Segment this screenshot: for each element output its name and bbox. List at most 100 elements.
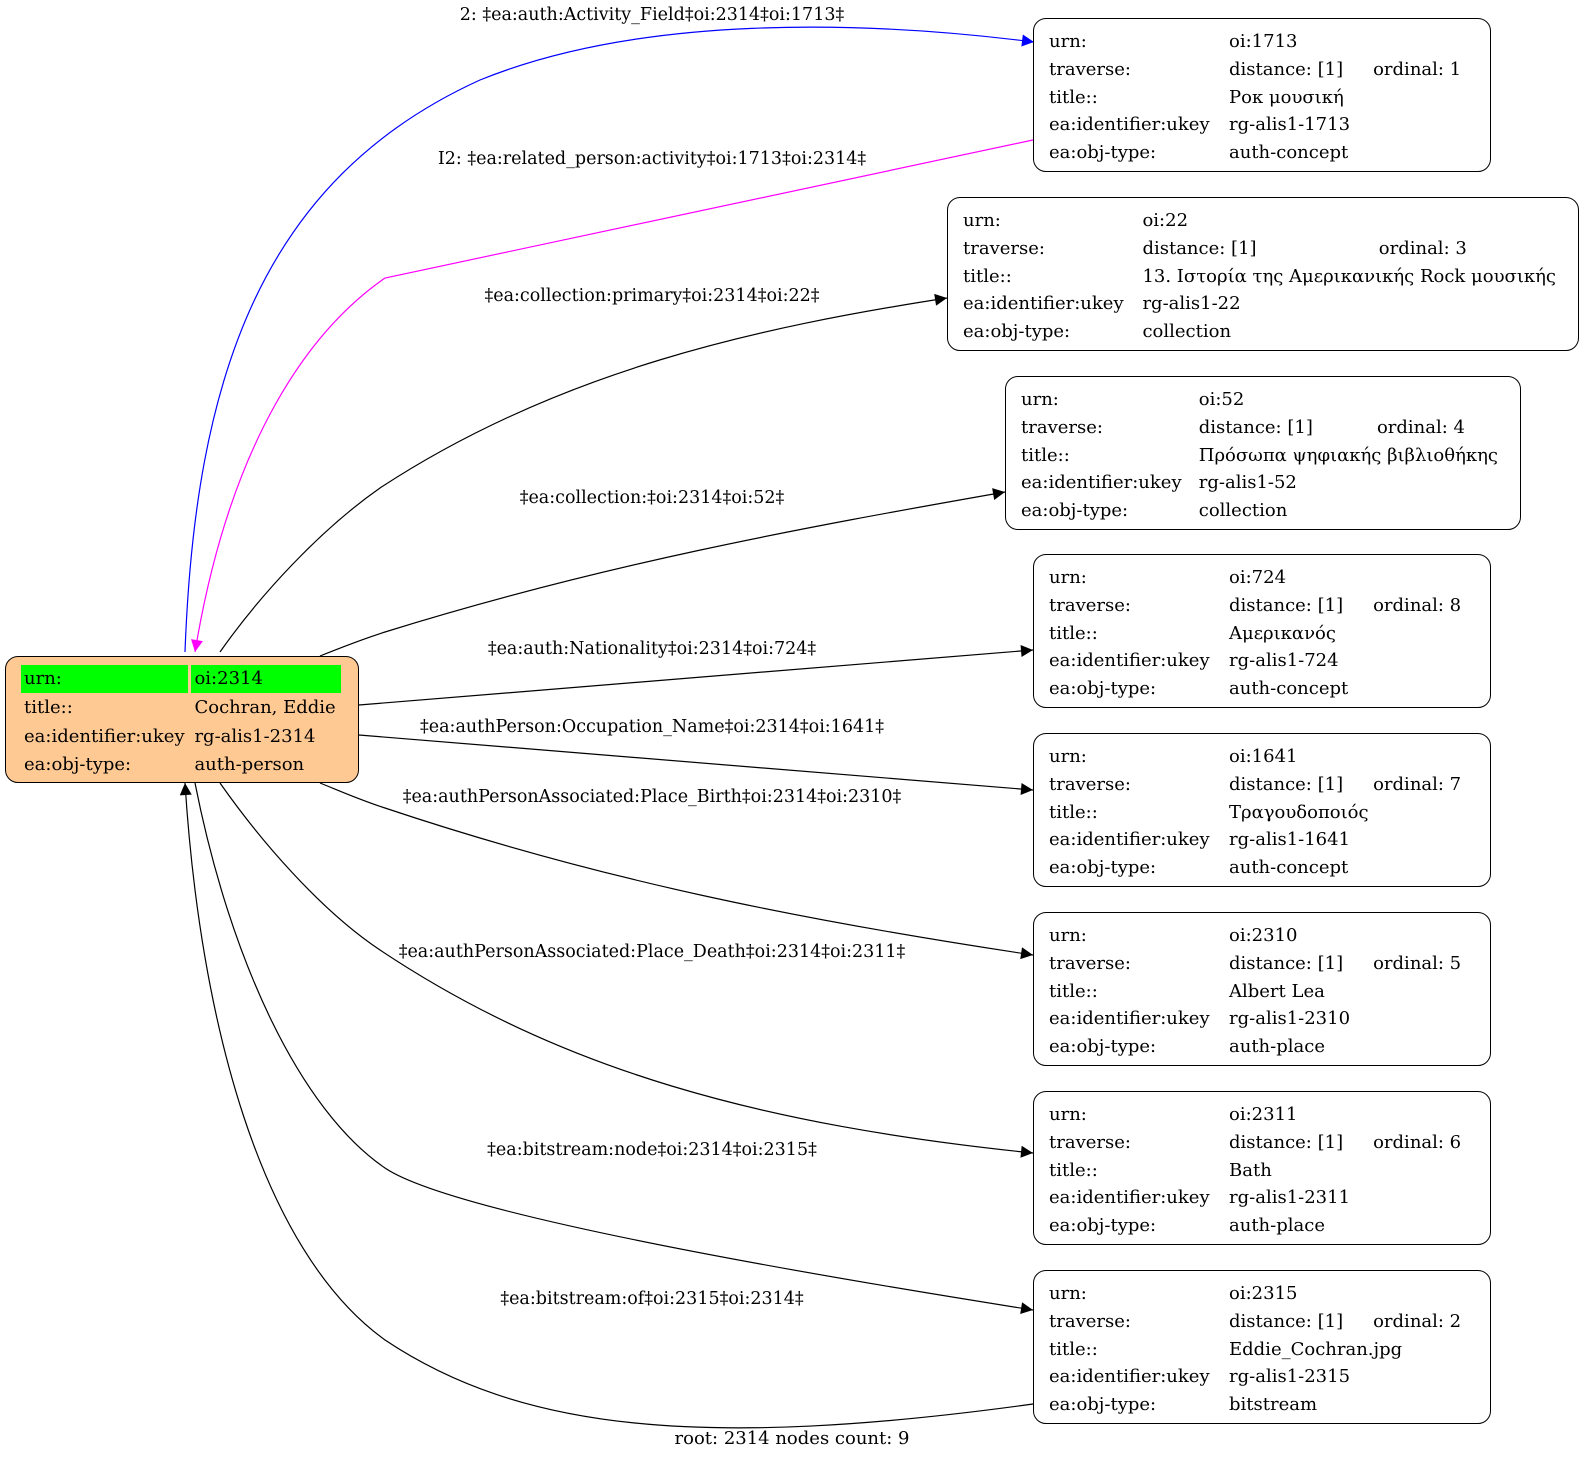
root-key-urn: urn: bbox=[21, 665, 189, 693]
root-node[interactable]: urn: oi:2314 title:: Cochran, Eddie ea:i… bbox=[5, 656, 359, 783]
value-distance: distance: [1] bbox=[1229, 58, 1344, 80]
value-obj-type: collection bbox=[1142, 321, 1232, 343]
root-key-title: title:: bbox=[24, 696, 73, 718]
node-table: urn:oi:22 traverse:distance: [1]ordinal:… bbox=[963, 207, 1564, 346]
key-ukey: ea:identifier:ukey bbox=[1049, 1366, 1210, 1388]
node-oi-724[interactable]: urn:oi:724 traverse:distance: [1]ordinal… bbox=[1033, 554, 1491, 708]
key-title: title:: bbox=[1049, 86, 1098, 108]
value-obj-type: auth-place bbox=[1229, 1215, 1325, 1237]
root-row-ukey: ea:identifier:ukey rg-alis1-2314 bbox=[21, 723, 341, 751]
key-ukey: ea:identifier:ukey bbox=[1049, 650, 1210, 672]
key-urn: urn: bbox=[1049, 746, 1087, 767]
key-ukey: ea:identifier:ukey bbox=[1049, 1008, 1210, 1030]
node-oi-1641[interactable]: urn: oi:1641 traverse: distance: [1] ordina… bbox=[1033, 733, 1491, 887]
node-oi-2315[interactable]: urn:oi:2315 traverse:distance: [1]ordina… bbox=[1033, 1270, 1491, 1424]
key-title: title:: bbox=[963, 265, 1012, 287]
value-ukey: rg-alis1-2315 bbox=[1229, 1366, 1351, 1388]
edge-label-nationality: ‡ea:auth:Nationality‡oi:2314‡oi:724‡ bbox=[488, 639, 817, 659]
edge-label-collection: ‡ea:collection:‡oi:2314‡oi:52‡ bbox=[520, 488, 785, 508]
edge-nationality bbox=[358, 644, 1034, 706]
node-oi-52[interactable]: urn:oi:52 traverse:distance: [1]ordinal:… bbox=[1005, 376, 1521, 530]
value-urn: oi:52 bbox=[1198, 389, 1245, 410]
key-ukey: ea:identifier:ukey bbox=[1049, 114, 1210, 136]
value-ordinal: ordinal: 8 bbox=[1373, 594, 1462, 616]
value-distance: distance: [1] bbox=[1229, 594, 1344, 616]
edge-bitstream-node bbox=[194, 782, 1034, 1315]
key-traverse: traverse: bbox=[1049, 1310, 1131, 1332]
key-traverse: traverse: bbox=[1021, 416, 1103, 438]
key-traverse: traverse: bbox=[1049, 773, 1131, 795]
key-obj-type: ea:obj-type: bbox=[963, 321, 1071, 343]
node-table: urn: oi:1641 traverse: distance: [1] ordina… bbox=[1049, 743, 1469, 882]
node-table: urn:oi:724 traverse:distance: [1]ordinal… bbox=[1049, 564, 1469, 703]
value-ukey: rg-alis1-22 bbox=[1142, 293, 1241, 315]
root-row-obj-type: ea:obj-type: auth-person bbox=[21, 751, 341, 779]
key-urn: urn: bbox=[1049, 31, 1087, 52]
value-title: Ροκ μουσική bbox=[1229, 86, 1344, 108]
value-obj-type: auth-place bbox=[1229, 1036, 1325, 1058]
node-oi-2310[interactable]: urn:oi:2310 traverse:distance: [1]ordina… bbox=[1033, 912, 1491, 1066]
key-urn: urn: bbox=[1049, 1283, 1087, 1304]
key-traverse: traverse: bbox=[1049, 1131, 1131, 1153]
edge-label-place-birth: ‡ea:authPersonAssociated:Place_Birth‡oi:… bbox=[403, 787, 902, 807]
value-ordinal: ordinal: 1 bbox=[1373, 58, 1462, 80]
node-table: urn:oi:2315 traverse:distance: [1]ordina… bbox=[1049, 1280, 1469, 1419]
value-ordinal: ordinal: 6 bbox=[1373, 1131, 1462, 1153]
key-traverse: traverse: bbox=[1049, 594, 1131, 616]
value-ordinal: ordinal: 3 bbox=[1378, 237, 1467, 259]
root-row-title: title:: Cochran, Eddie bbox=[21, 694, 341, 722]
edge-collection-primary bbox=[219, 293, 948, 653]
value-ukey: rg-alis1-724 bbox=[1229, 650, 1339, 672]
edge-label-bitstream-of: ‡ea:bitstream:of‡oi:2315‡oi:2314‡ bbox=[500, 1289, 804, 1309]
edge-label-related-person: I2: ‡ea:related_person:activity‡oi:1713‡… bbox=[438, 149, 867, 169]
value-ordinal: ordinal: 5 bbox=[1373, 952, 1462, 974]
key-title: title:: bbox=[1049, 980, 1098, 1002]
value-ordinal: ordinal: 7 bbox=[1373, 773, 1462, 795]
value-distance: distance: [1] bbox=[1229, 952, 1344, 974]
value-ukey: rg-alis1-1641 bbox=[1229, 829, 1351, 851]
value-title: Eddie_Cochran.jpg bbox=[1229, 1338, 1403, 1360]
key-traverse: traverse: bbox=[963, 237, 1045, 259]
node-oi-1713[interactable]: urn:oi:1713 traverse:distance: [1]ordina… bbox=[1033, 18, 1491, 172]
key-obj-type: ea:obj-type: bbox=[1021, 500, 1129, 522]
edge-place-death bbox=[219, 782, 1034, 1158]
edge-related-person-activity bbox=[191, 139, 1034, 653]
key-obj-type: ea:obj-type: bbox=[1049, 857, 1157, 879]
node-table: urn:oi:2311 traverse:distance: [1]ordina… bbox=[1049, 1101, 1469, 1240]
value-distance: distance: [1] bbox=[1229, 1131, 1344, 1153]
key-title: title:: bbox=[1021, 444, 1070, 466]
edge-label-place-death: ‡ea:authPersonAssociated:Place_Death‡oi:… bbox=[399, 942, 906, 962]
value-title: Τραγουδοποιός bbox=[1229, 801, 1369, 823]
key-urn: urn: bbox=[1049, 925, 1087, 946]
value-ukey: rg-alis1-2311 bbox=[1229, 1187, 1351, 1209]
value-distance: distance: [1] bbox=[1198, 416, 1313, 438]
value-title: Albert Lea bbox=[1229, 980, 1325, 1002]
root-key-ukey: ea:identifier:ukey bbox=[24, 725, 185, 747]
edge-place-birth bbox=[319, 782, 1034, 960]
key-urn: urn: bbox=[963, 210, 1001, 231]
graph-footer: root: 2314 nodes count: 9 bbox=[674, 1428, 910, 1449]
value-ukey: rg-alis1-1713 bbox=[1229, 114, 1351, 136]
key-obj-type: ea:obj-type: bbox=[1049, 1215, 1157, 1237]
value-distance: distance: [1] bbox=[1229, 773, 1344, 795]
node-oi-2311[interactable]: urn:oi:2311 traverse:distance: [1]ordina… bbox=[1033, 1091, 1491, 1245]
root-value-obj-type: auth-person bbox=[194, 754, 305, 776]
key-urn: urn: bbox=[1021, 389, 1059, 410]
root-node-table: urn: oi:2314 title:: Cochran, Eddie ea:i… bbox=[18, 664, 344, 780]
root-value-ukey: rg-alis1-2314 bbox=[194, 725, 316, 747]
key-title: title:: bbox=[1049, 1338, 1098, 1360]
edge-label-bitstream-node: ‡ea:bitstream:node‡oi:2314‡oi:2315‡ bbox=[487, 1140, 817, 1160]
root-row-urn: urn: oi:2314 bbox=[21, 665, 341, 693]
value-ukey: rg-alis1-2310 bbox=[1229, 1008, 1351, 1030]
value-ukey: rg-alis1-52 bbox=[1198, 472, 1297, 494]
value-urn: oi:22 bbox=[1142, 210, 1189, 231]
value-title: Αμερικανός bbox=[1229, 622, 1336, 644]
value-urn: oi:2315 bbox=[1229, 1283, 1298, 1304]
node-table: urn:oi:2310 traverse:distance: [1]ordina… bbox=[1049, 922, 1469, 1061]
value-title: 13. Ιστορία της Αμερικανικής Rock μουσικ… bbox=[1142, 265, 1556, 287]
node-oi-22[interactable]: urn:oi:22 traverse:distance: [1]ordinal:… bbox=[947, 197, 1579, 351]
value-urn: oi:2311 bbox=[1229, 1104, 1298, 1125]
value-urn: oi:1641 bbox=[1229, 746, 1298, 767]
edge-activity-field bbox=[184, 26, 1035, 653]
